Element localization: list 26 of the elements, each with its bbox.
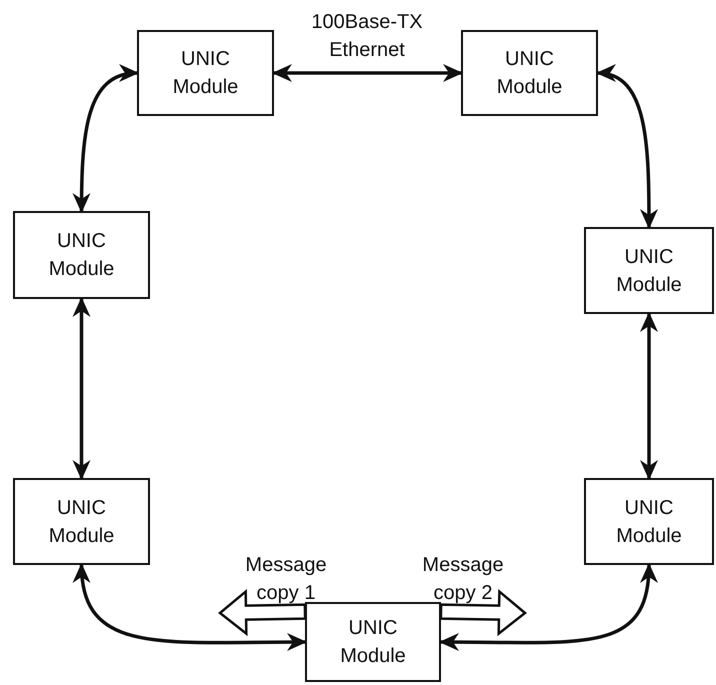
module-label: UNIC Module: [615, 244, 683, 298]
edge-label: Message copy 1: [244, 553, 328, 606]
block-arrow: [440, 588, 527, 636]
edge-label: Message copy 2: [421, 553, 505, 606]
module-box: [13, 211, 150, 299]
module-label: UNIC Module: [339, 616, 407, 669]
double-arrow: [439, 563, 657, 652]
double-arrow: [72, 297, 90, 480]
module-label: UNIC Module: [172, 47, 240, 100]
double-arrow: [596, 66, 658, 229]
module-box: [584, 227, 714, 314]
double-arrow: [72, 66, 139, 213]
module-label: UNIC Module: [615, 496, 683, 548]
edge-label: 100Base-TX Ethernet: [310, 10, 424, 63]
module-box: [584, 478, 714, 565]
double-arrow: [74, 563, 307, 652]
module-label: UNIC Module: [48, 496, 116, 548]
double-arrow: [640, 312, 658, 480]
module-box: [13, 478, 150, 565]
module-label: UNIC Module: [496, 47, 564, 100]
module-box: [137, 30, 274, 116]
module-box: [461, 30, 598, 116]
module-label: UNIC Module: [48, 229, 116, 282]
module-box: [305, 602, 441, 682]
double-arrow: [272, 64, 463, 82]
block-arrow: [218, 588, 306, 636]
